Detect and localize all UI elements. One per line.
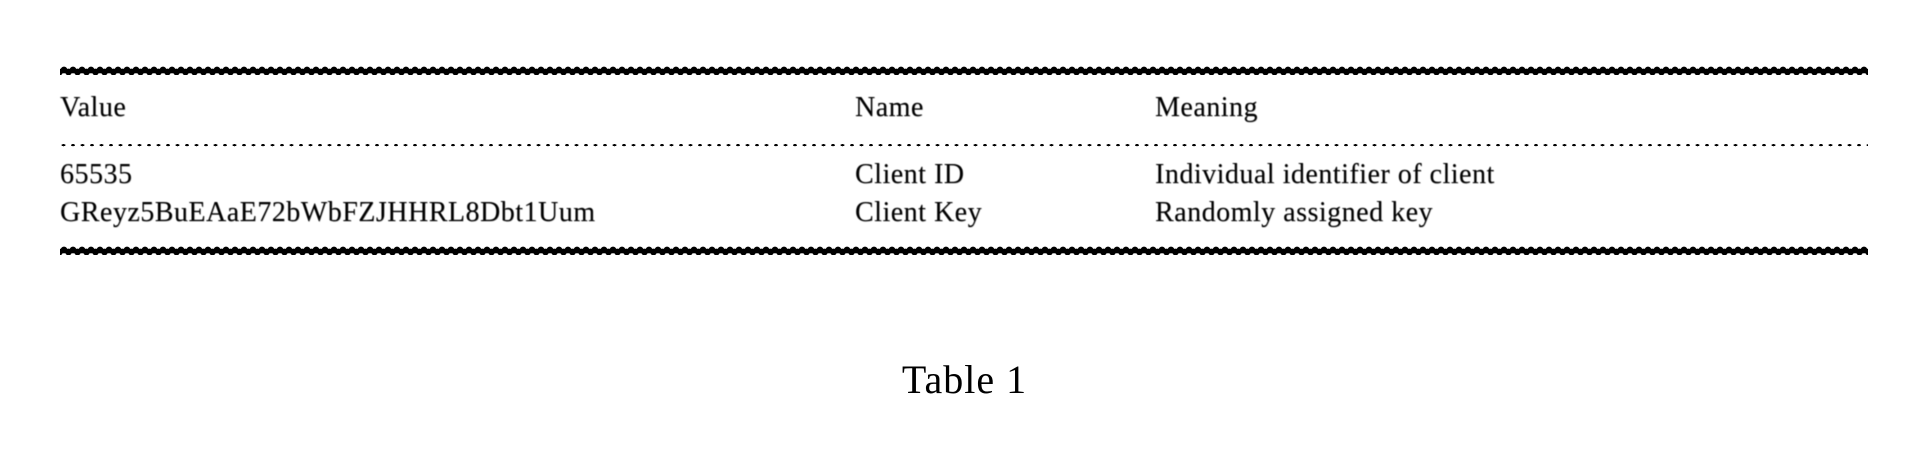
table-header-rule <box>60 143 1868 148</box>
table-row: 65535 Client ID Individual identifier of… <box>60 156 1868 194</box>
cell-client-key-meaning: Randomly assigned key <box>1155 197 1434 228</box>
table-header-name: Name <box>855 92 924 123</box>
table-bottom-rule <box>60 246 1868 255</box>
table-header-row: Value Name Meaning <box>60 75 1868 143</box>
cell-client-id-meaning: Individual identifier of client <box>1155 159 1495 190</box>
table-header-meaning: Meaning <box>1155 92 1259 123</box>
table-top-rule <box>60 66 1868 75</box>
cell-client-id-name: Client ID <box>855 159 965 190</box>
table-header-value: Value <box>60 92 127 123</box>
table-body: 65535 Client ID Individual identifier of… <box>60 148 1868 246</box>
cell-client-id-value: 65535 <box>60 159 133 190</box>
cell-client-key-name: Client Key <box>855 197 983 228</box>
cell-client-key-value: GReyz5BuEAaE72bWbFZJHHRL8Dbt1Uum <box>60 197 596 228</box>
table-caption: Table 1 <box>901 357 1028 402</box>
table-row: GReyz5BuEAaE72bWbFZJHHRL8Dbt1Uum Client … <box>60 194 1868 232</box>
parameters-table: Value Name Meaning 65535 Client ID Indiv… <box>60 66 1868 255</box>
